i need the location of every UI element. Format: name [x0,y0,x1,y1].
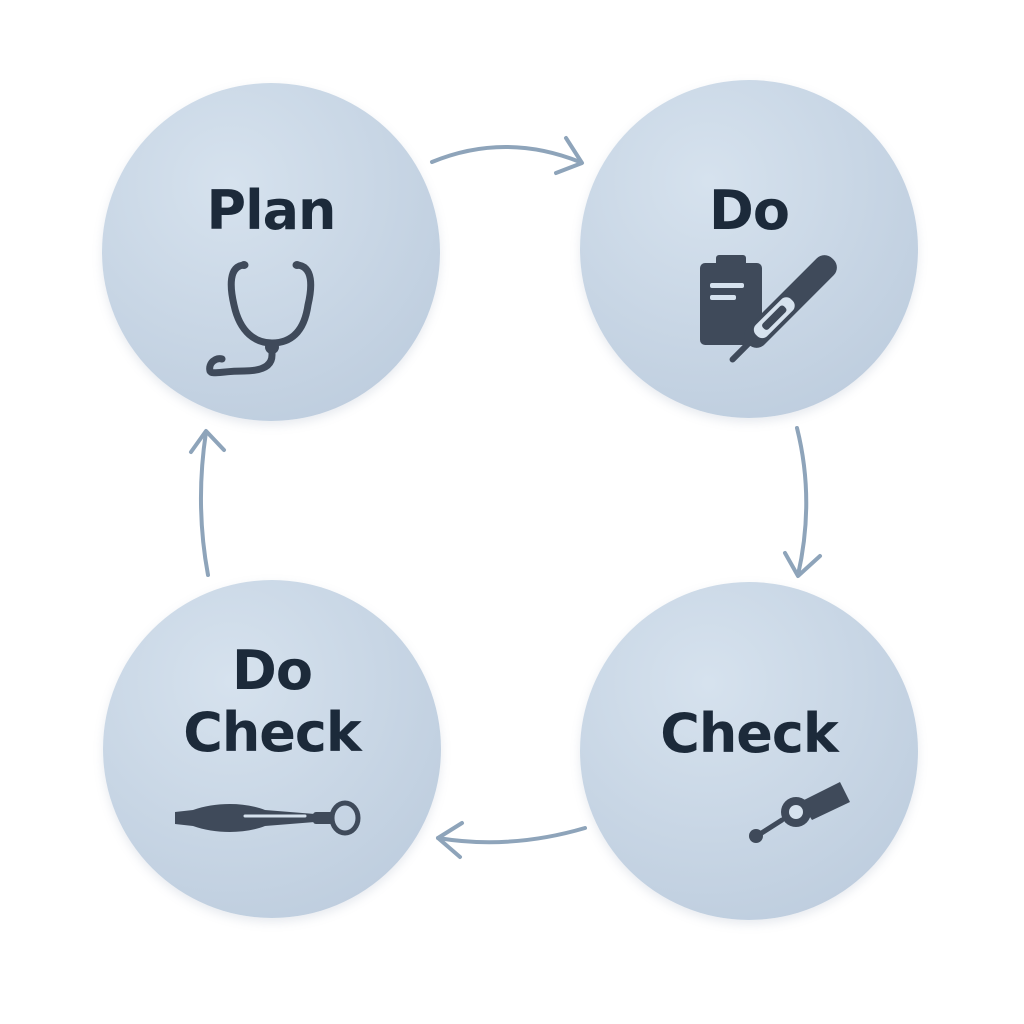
node-plan-label: Plan [102,180,440,242]
node-do: Do [580,80,918,418]
node-docheck-label: Do Check [103,640,441,764]
otoscope-icon [749,782,850,843]
clipboard-thermometer-icon [700,255,837,363]
node-plan: Plan [102,83,440,421]
node-check: Check [580,582,918,920]
arrow-do-to-check [783,426,822,578]
node-plan-label-line: Plan [206,179,337,242]
arrow-check-to-docheck [436,821,587,859]
node-check-label: Check [580,703,918,765]
stethoscope-icon [206,261,315,377]
node-docheck-label-line-1: Do [232,639,313,702]
node-check-label-line: Check [660,702,839,765]
node-do-label: Do [580,180,918,242]
node-docheck-label-line-2: Check [183,701,362,764]
arrow-docheck-to-plan [189,429,226,577]
reflex-hammer-icon [175,800,361,836]
arrow-plan-to-do [430,136,584,175]
node-do-label-line: Do [709,179,790,242]
node-docheck: Do Check [103,580,441,918]
